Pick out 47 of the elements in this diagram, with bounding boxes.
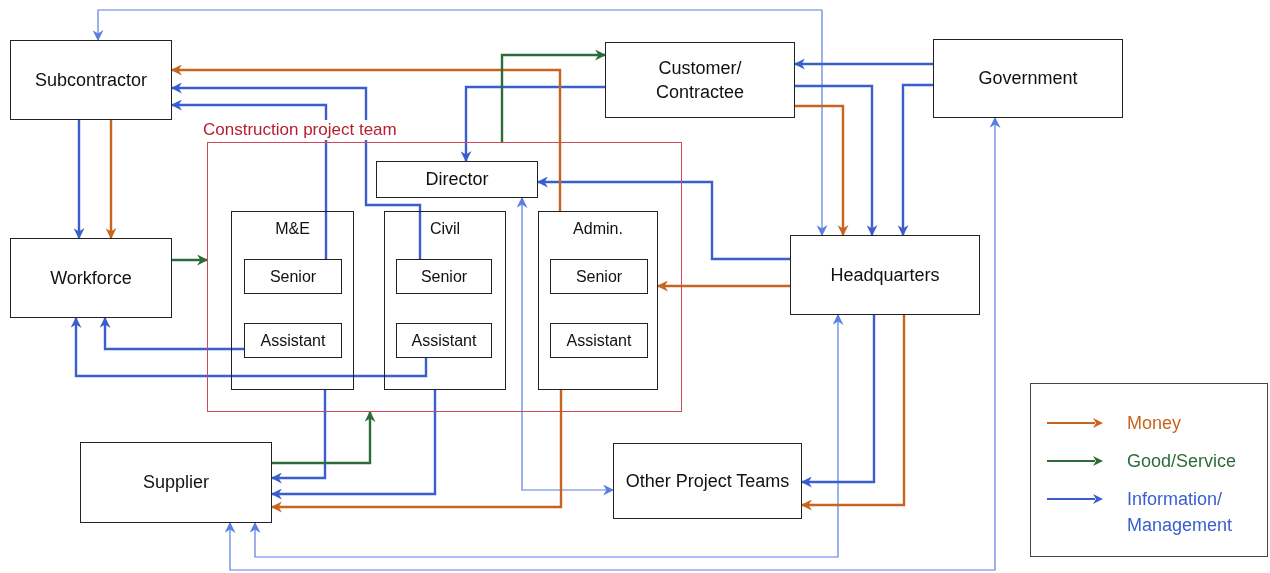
arrow: [270, 390, 563, 513]
role-label: Assistant: [260, 331, 326, 350]
arrow: [73, 120, 85, 240]
legend-label: Money: [1127, 412, 1183, 435]
box-label: Headquarters: [829, 263, 941, 287]
arrow: [500, 49, 607, 142]
arrow: [270, 390, 327, 484]
box-label: Subcontractor: [33, 68, 149, 92]
arrow: [656, 280, 790, 292]
arrow: [795, 84, 878, 237]
arrow: [516, 196, 615, 496]
arrow: [70, 316, 428, 378]
box-label: Director: [424, 168, 490, 192]
arrow: [272, 410, 376, 465]
arrow: [793, 58, 933, 70]
role-label: Assistant: [566, 331, 632, 350]
box-label: Supplier: [141, 471, 210, 495]
arrow: [105, 120, 117, 240]
legend-label: Good/Service: [1127, 450, 1238, 473]
arrow: [536, 176, 790, 261]
box-label: Workforce: [49, 266, 133, 290]
role-label: Assistant: [411, 331, 477, 350]
arrow: [460, 85, 605, 163]
arrow: [224, 116, 1001, 571]
arrow: [795, 104, 849, 237]
department-label: Civil: [428, 220, 462, 238]
department-label: Admin.: [572, 220, 624, 238]
box-label: Other Project Teams: [624, 469, 791, 493]
box-label: Government: [977, 67, 1079, 91]
arrow: [170, 82, 422, 259]
arrow: [270, 390, 437, 500]
department-label: M&E: [274, 220, 311, 238]
role-label: Senior: [420, 267, 468, 286]
team-heading: Construction project team: [203, 120, 397, 140]
arrow: [249, 313, 844, 558]
legend-label: Information/ Management: [1127, 488, 1234, 538]
role-label: Senior: [575, 267, 623, 286]
arrow: [99, 316, 244, 351]
arrow: [170, 99, 328, 259]
box-label: Customer/ Contractee: [654, 56, 746, 104]
role-label: Senior: [269, 267, 317, 286]
arrow: [172, 254, 209, 266]
arrow: [170, 64, 562, 211]
arrow: [92, 9, 828, 237]
arrow: [897, 83, 933, 237]
arrow: [800, 315, 906, 511]
arrow: [800, 315, 876, 488]
